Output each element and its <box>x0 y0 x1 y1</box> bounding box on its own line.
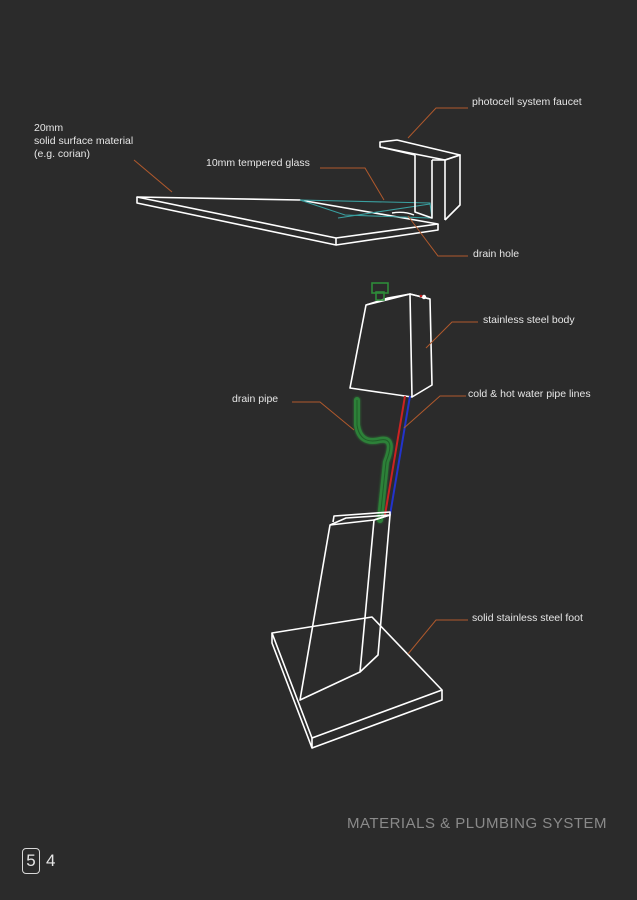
drain-pipe-outline <box>356 400 391 521</box>
cold-water-line <box>389 395 411 516</box>
label-corian-line3: (e.g. corian) <box>34 148 91 160</box>
plate-top-face <box>271 616 443 739</box>
leader-drain-hole <box>407 215 468 257</box>
label-foot: solid stainless steel foot <box>472 612 583 624</box>
label-water-lines: cold & hot water pipe lines <box>468 388 591 400</box>
leader-faucet <box>407 107 468 139</box>
label-body: stainless steel body <box>483 314 575 326</box>
drain-pipe <box>354 397 393 523</box>
label-corian: 20mm solid surface material (e.g. corian… <box>34 122 164 161</box>
column-top-face <box>329 514 391 526</box>
plate-front-edge <box>271 633 313 749</box>
label-corian-line1: 20mm <box>34 122 64 134</box>
faucet-column-front <box>414 155 433 219</box>
faucet <box>379 139 461 221</box>
label-drain-hole: drain hole <box>473 248 520 260</box>
plate-right-edge <box>311 690 443 749</box>
countertop-front-edge <box>136 197 337 246</box>
supply-connector <box>421 294 427 300</box>
countertop-top-face <box>136 196 439 239</box>
faucet-spout-top <box>379 139 461 161</box>
label-glass: 10mm tempered glass <box>206 157 310 169</box>
faucet-column-back <box>432 159 446 220</box>
page-title: MATERIALS & PLUMBING SYSTEM <box>347 815 607 832</box>
leader-glass <box>320 167 385 201</box>
label-drain-pipe: drain pipe <box>232 393 279 405</box>
countertop <box>136 196 439 246</box>
faucet-spout-underside <box>379 146 416 156</box>
foot-column <box>299 511 391 701</box>
label-corian-line2: solid surface material <box>34 135 134 147</box>
column-front-face <box>299 519 375 701</box>
leader-lines <box>133 107 478 655</box>
foot-plate <box>271 616 443 749</box>
hot-water-line <box>384 395 406 516</box>
body-front-face <box>349 293 413 398</box>
leader-corian <box>133 159 173 193</box>
steel-body <box>349 293 433 398</box>
leader-foot <box>407 619 468 655</box>
drain-hole <box>391 211 415 216</box>
leader-body <box>425 321 478 349</box>
hot-line-marker <box>419 294 423 298</box>
label-faucet: photocell system faucet <box>472 96 582 108</box>
column-side-face <box>359 514 391 673</box>
faucet-column-side <box>444 154 461 221</box>
leader-drain-pipe <box>292 401 355 431</box>
column-top-ledge <box>332 511 391 523</box>
page-number-badge: 5 <box>22 848 40 874</box>
countertop-right-edge <box>335 224 439 246</box>
leader-water-lines <box>403 395 466 429</box>
page-number-rest: 4 <box>46 851 56 870</box>
drain-connector <box>371 282 389 301</box>
